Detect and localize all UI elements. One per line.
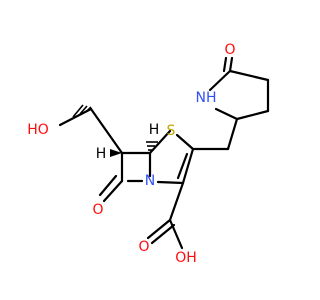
bond-layer xyxy=(58,56,270,250)
hash-c8-oh xyxy=(72,104,92,118)
bond-c2-c3-b xyxy=(176,152,189,180)
stereo-h-c5: H xyxy=(149,122,160,138)
bond-c8-methyl xyxy=(58,107,93,127)
bond-c7-o-a xyxy=(102,179,124,203)
bond-c5-s1 xyxy=(148,129,172,155)
atom-label-thiazoline-sulfur: S xyxy=(167,123,176,139)
bond-c3-cacid xyxy=(168,181,185,222)
stereo-h-c6: H xyxy=(96,146,107,162)
atom-label-betalactam-nitrogen: N xyxy=(145,173,155,189)
bond-cacid-o-a xyxy=(146,218,172,240)
hash-c5-h xyxy=(146,141,158,151)
bond-c5p-n1p xyxy=(214,107,239,121)
bond-c2-c3-a xyxy=(181,147,195,185)
bond-c2p-o-a xyxy=(228,56,234,73)
atom-label-pyrrolidinone-oxygen: O xyxy=(224,42,235,58)
bond-s1-c2 xyxy=(175,133,195,151)
bond-cacid-o-b xyxy=(150,223,176,245)
atom-label-lactam-oxygen: O xyxy=(92,202,103,218)
bond-n1p-c2p xyxy=(208,69,232,92)
atom-label-acid-carbonyl-oxygen: O xyxy=(138,239,149,255)
bond-cacid-oh xyxy=(168,218,184,250)
bond-c2p-o-b xyxy=(222,56,228,73)
bond-c6-c8 xyxy=(89,107,124,155)
molecule-structure: HO O OH O O N NH S H H xyxy=(27,42,270,266)
stereo-bond-layer xyxy=(72,104,158,157)
bond-c2p-c3p xyxy=(228,69,270,82)
bond-c4p-c5p xyxy=(235,109,270,121)
wedge-c6-h xyxy=(110,149,122,157)
atom-label-pyrrolidine-nitrogen: NH xyxy=(196,90,217,106)
atom-label-hydroxyl: HO xyxy=(27,122,49,138)
atom-label-acid-hydroxyl: OH xyxy=(175,250,197,266)
bond-ch2-c5p xyxy=(226,117,239,151)
atom-label-layer: HO O OH O O N NH S H H xyxy=(27,42,235,266)
bond-c3-n4 xyxy=(156,180,185,185)
bond-c7-o-b xyxy=(98,174,118,197)
